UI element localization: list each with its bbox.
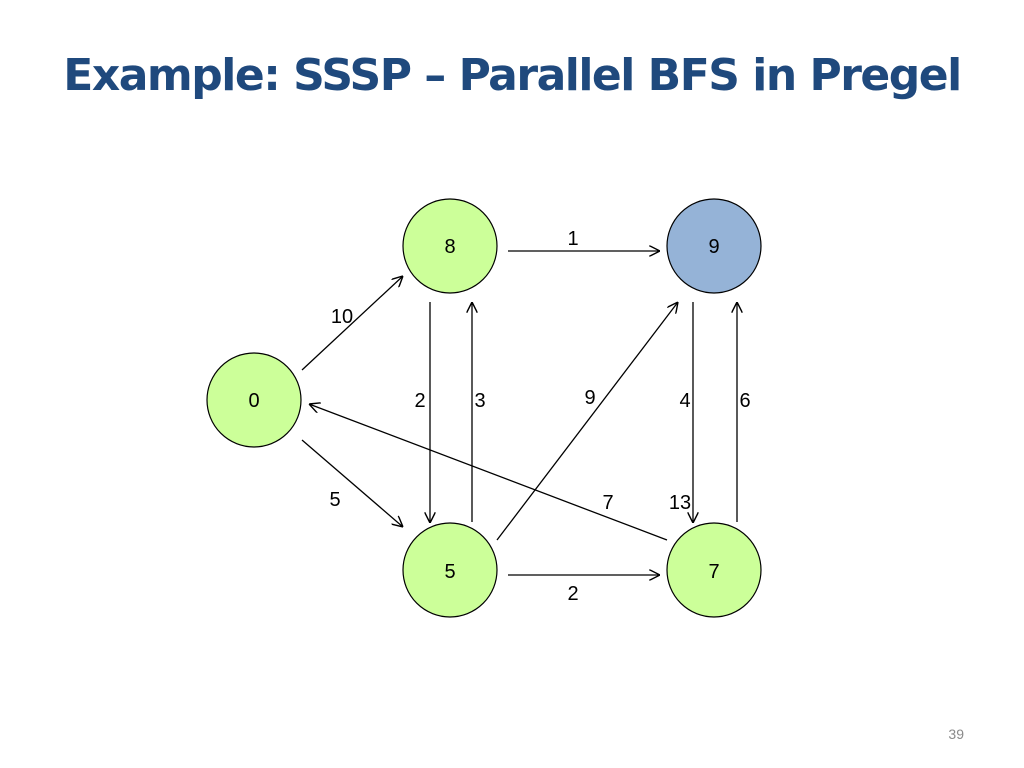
edge-weight-5-to-9: 9 xyxy=(584,387,595,409)
node-label: 7 xyxy=(708,561,719,583)
edge-weight-0-to-5: 5 xyxy=(329,489,340,511)
node-circle xyxy=(402,522,498,618)
edge-weight-9-to-7: 4 xyxy=(679,390,690,412)
graph-node: 0 xyxy=(206,352,302,448)
node-label: 8 xyxy=(444,236,455,258)
edge-weight-7-to-0: 7 xyxy=(602,492,613,514)
graph-node: 5 xyxy=(402,522,498,618)
edge-0-to-5 xyxy=(301,439,403,527)
node-label: 9 xyxy=(708,236,719,258)
graph-node: 8 xyxy=(402,198,498,294)
edge-weight-7-to-9: 6 xyxy=(739,390,750,412)
node-circle xyxy=(402,198,498,294)
edge-weight-0-to-8: 10 xyxy=(331,306,353,328)
edge-5-to-9 xyxy=(496,302,678,541)
graph-node: 7 xyxy=(666,522,762,618)
edge-0-to-8 xyxy=(301,276,403,371)
node-circle xyxy=(666,522,762,618)
node-label: 5 xyxy=(444,561,455,583)
edge-7-to-0 xyxy=(309,404,668,541)
node-circle xyxy=(666,198,762,294)
graph-node: 9 xyxy=(666,198,762,294)
slide-title: Example: SSSP – Parallel BFS in Pregel xyxy=(63,50,962,101)
edge-weight-5-to-8: 3 xyxy=(474,390,485,412)
page-number: 39 xyxy=(948,726,964,742)
edge-weight-8-to-9: 1 xyxy=(567,228,578,250)
updated-distance-annotation: 13 xyxy=(669,492,691,514)
edge-weight-8-to-5: 2 xyxy=(414,390,425,412)
node-circle xyxy=(206,352,302,448)
edge-weight-5-to-7: 2 xyxy=(567,583,578,605)
node-label: 0 xyxy=(248,390,259,412)
